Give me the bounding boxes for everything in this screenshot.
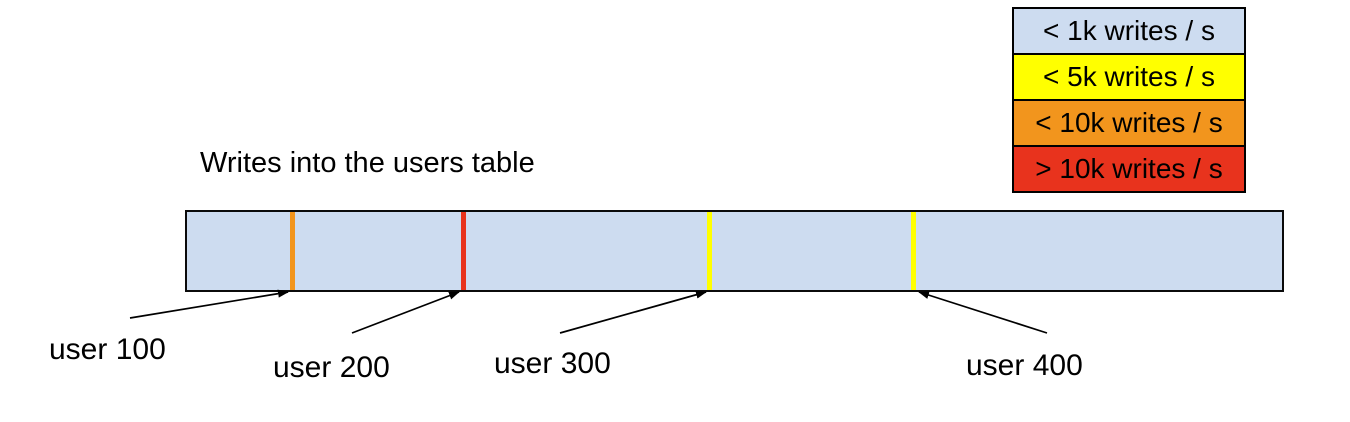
legend: < 1k writes / s < 5k writes / s < 10k wr…: [1012, 7, 1246, 193]
arrow-user-400: [918, 291, 1048, 334]
write-marker-user-300: [707, 212, 713, 290]
label-user-200: user 200: [273, 351, 390, 384]
legend-item-label: < 5k writes / s: [1043, 61, 1215, 92]
label-user-300: user 300: [494, 347, 611, 380]
legend-item-gt-10k: > 10k writes / s: [1012, 145, 1246, 193]
arrow-user-200: [351, 291, 460, 334]
users-table-bar: [185, 210, 1284, 292]
write-marker-user-200: [460, 212, 466, 290]
legend-item-label: < 10k writes / s: [1035, 107, 1223, 138]
arrow-user-100: [129, 289, 289, 319]
label-user-400: user 400: [966, 349, 1083, 382]
legend-item-lt-1k: < 1k writes / s: [1012, 7, 1246, 55]
legend-item-lt-5k: < 5k writes / s: [1012, 53, 1246, 101]
diagram-title: Writes into the users table: [200, 147, 535, 179]
legend-item-lt-10k: < 10k writes / s: [1012, 99, 1246, 147]
write-marker-user-400: [910, 212, 916, 290]
legend-item-label: > 10k writes / s: [1035, 153, 1223, 184]
label-user-100: user 100: [49, 333, 166, 366]
legend-item-label: < 1k writes / s: [1043, 15, 1215, 46]
arrow-user-300: [559, 290, 707, 334]
write-marker-user-100: [289, 212, 295, 290]
